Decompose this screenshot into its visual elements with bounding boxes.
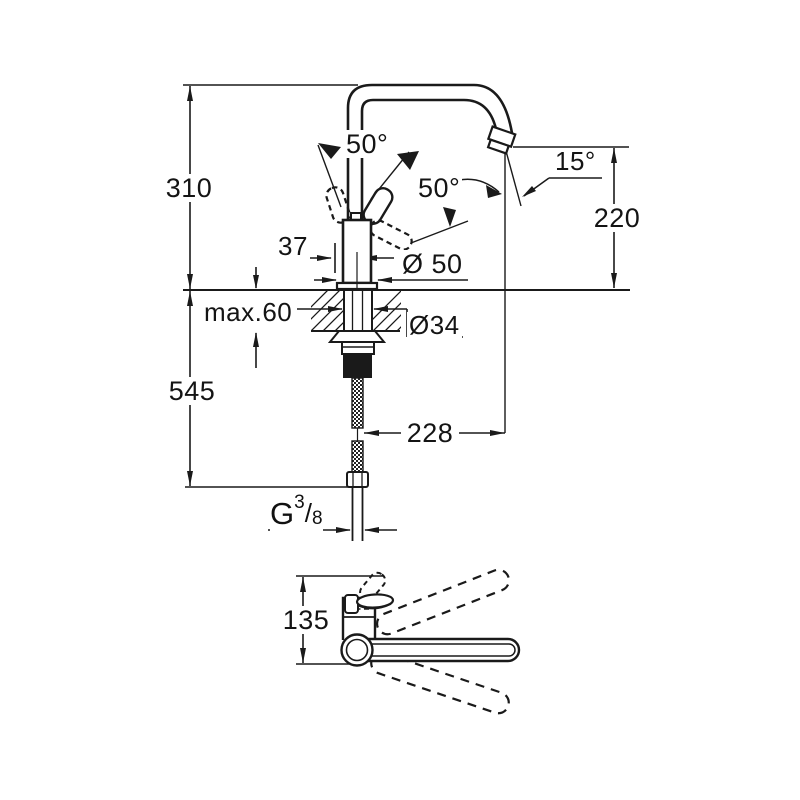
dim-228-label: 228 xyxy=(401,419,459,447)
dim-swing-lower-label: 50° xyxy=(416,173,463,203)
mounting-shank xyxy=(343,290,373,331)
swivel-base-inner xyxy=(345,638,369,662)
dim-line-hole-dia xyxy=(297,308,463,338)
top-view xyxy=(296,568,521,715)
thread-slash: / xyxy=(304,498,312,528)
dim-swing-upper-label: 50° xyxy=(344,129,391,159)
threaded-section xyxy=(343,354,372,378)
arc-swing-lower xyxy=(458,178,500,193)
shank-inner-hose xyxy=(351,291,364,331)
dim-base-dia-label: Ø 50 xyxy=(400,249,465,279)
deck-hatch-left xyxy=(311,290,344,331)
spout-swivel-upper-dashed xyxy=(376,568,510,636)
spout-top-outline xyxy=(354,637,521,663)
deck-hatch-right xyxy=(373,290,401,331)
thread-numerator: 3 xyxy=(294,492,305,513)
spout-outlet-tip xyxy=(486,125,517,155)
dim-max60-label: max.60 xyxy=(202,297,295,327)
hose-end-fitting xyxy=(346,471,369,488)
dim-37-label: 37 xyxy=(276,231,310,261)
topview-lever-pad xyxy=(355,593,395,609)
supply-hose-lower xyxy=(351,440,364,474)
handle-position-left-dashed xyxy=(325,186,351,224)
thread-letter: G xyxy=(270,496,295,531)
leader-15deg xyxy=(523,177,602,197)
dim-outlet-angle-label: 15° xyxy=(553,146,598,176)
dim-310-label: 310 xyxy=(160,174,218,202)
stabilizing-washer xyxy=(327,330,387,343)
outlet-15deg-line xyxy=(505,150,522,207)
dimension-arrowheads xyxy=(187,86,617,533)
ray-swing-lower xyxy=(410,220,469,244)
thread-connector-pipe xyxy=(351,487,364,541)
dim-135-label: 135 xyxy=(276,606,336,634)
supply-hose-upper xyxy=(351,377,364,429)
spout xyxy=(346,83,517,220)
thread-denominator: 8 xyxy=(311,508,323,529)
topview-lever-hinge xyxy=(344,594,359,614)
dim-220-label: 220 xyxy=(587,204,647,232)
faucet-body xyxy=(341,218,373,285)
mounting-nut xyxy=(341,341,375,355)
ray-swing-left xyxy=(317,144,342,208)
dim-545-label: 545 xyxy=(162,377,222,405)
dim-thread-label: G 3 / 8 xyxy=(270,492,323,532)
dim-hole-dia-label: Ø34 xyxy=(407,310,462,340)
topview-lever-pad-edge xyxy=(358,603,392,610)
